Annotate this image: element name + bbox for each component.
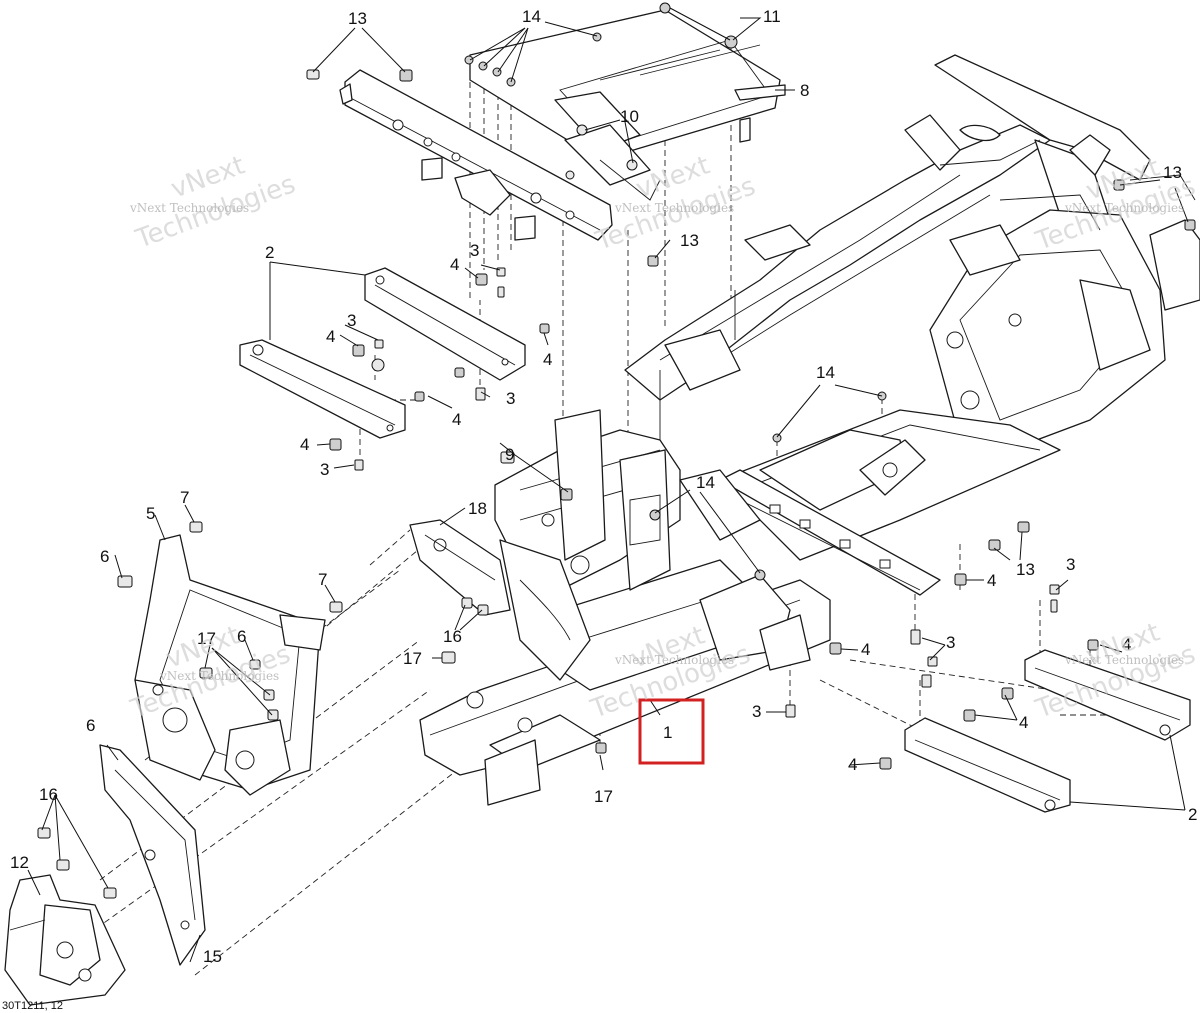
callout-4-c[interactable]: 4 <box>543 350 552 369</box>
callout-13-right[interactable]: 13 <box>1016 560 1035 579</box>
callout-17-c[interactable]: 17 <box>594 787 613 806</box>
callout-13-top-left[interactable]: 13 <box>348 9 367 28</box>
svg-text:vNext Technologies: vNext Technologies <box>614 653 734 667</box>
callout-16-b[interactable]: 16 <box>39 785 58 804</box>
callout-10[interactable]: 10 <box>620 107 639 126</box>
callout-4-d[interactable]: 4 <box>452 410 461 429</box>
highlight-box <box>638 698 705 765</box>
lower-left-plate <box>99 744 206 966</box>
callout-4-f[interactable]: 4 <box>987 571 996 590</box>
callout-3-b[interactable]: 3 <box>347 311 356 330</box>
callout-labels: 13 14 11 8 10 13 13 2 3 4 3 4 4 3 4 4 3 … <box>10 7 1197 966</box>
callout-8[interactable]: 8 <box>800 81 809 100</box>
fasteners <box>37 2 1196 899</box>
callout-12[interactable]: 12 <box>10 853 29 872</box>
callout-3-a[interactable]: 3 <box>470 241 479 260</box>
callout-4-a[interactable]: 4 <box>450 255 459 274</box>
svg-text:vNext Technologies: vNext Technologies <box>1064 653 1184 667</box>
callout-14-center[interactable]: 14 <box>696 473 715 492</box>
callout-6-b[interactable]: 6 <box>237 627 246 646</box>
callout-3-g[interactable]: 3 <box>752 702 761 721</box>
callout-13-mid[interactable]: 13 <box>680 231 699 250</box>
side-rail-right-upper <box>1024 649 1191 741</box>
svg-text:vNext Technologies: vNext Technologies <box>129 201 249 215</box>
callout-3-c[interactable]: 3 <box>506 389 515 408</box>
tow-hook-bracket <box>4 874 126 1006</box>
callout-7-b[interactable]: 7 <box>318 570 327 589</box>
callout-6-a[interactable]: 6 <box>100 547 109 566</box>
callout-13-top-right[interactable]: 13 <box>1163 163 1182 182</box>
svg-text:vNext Technologies: vNext Technologies <box>614 201 734 215</box>
skid-bracket <box>409 519 511 616</box>
callout-16-a[interactable]: 16 <box>443 627 462 646</box>
callout-4-h[interactable]: 4 <box>1122 635 1131 654</box>
callout-3-d[interactable]: 3 <box>320 460 329 479</box>
callout-6-c[interactable]: 6 <box>86 716 95 735</box>
callout-4-b[interactable]: 4 <box>326 327 335 346</box>
side-rail-right-lower <box>904 717 1071 813</box>
main-frame <box>419 54 1200 806</box>
callout-9[interactable]: 9 <box>505 445 514 464</box>
left-bracket-assembly <box>134 534 326 796</box>
callout-18[interactable]: 18 <box>468 499 487 518</box>
callout-5[interactable]: 5 <box>146 504 155 523</box>
callout-14-right[interactable]: 14 <box>816 363 835 382</box>
top-crossmember-assembly <box>339 9 786 241</box>
svg-text:vNext Technologies: vNext Technologies <box>159 669 279 683</box>
leader-lines <box>27 7 1189 963</box>
callout-15[interactable]: 15 <box>203 947 222 966</box>
callout-4-i[interactable]: 4 <box>1019 713 1028 732</box>
callout-7-a[interactable]: 7 <box>180 488 189 507</box>
side-rail-left-upper <box>364 267 526 381</box>
callout-17-a[interactable]: 17 <box>197 629 216 648</box>
document-reference: 30T1211, 12 <box>2 1000 63 1012</box>
callout-1[interactable]: 1 <box>663 723 672 742</box>
callout-2-left[interactable]: 2 <box>265 243 274 262</box>
svg-text:vNext Technologies: vNext Technologies <box>1064 201 1184 215</box>
callout-14-top[interactable]: 14 <box>522 7 541 26</box>
callout-2-right[interactable]: 2 <box>1188 805 1197 824</box>
callout-4-g[interactable]: 4 <box>861 640 870 659</box>
callout-17-b[interactable]: 17 <box>403 649 422 668</box>
callout-4-e[interactable]: 4 <box>300 435 309 454</box>
side-rail-left-lower <box>239 339 406 439</box>
callout-11[interactable]: 11 <box>763 7 781 26</box>
callout-4-j[interactable]: 4 <box>848 755 857 774</box>
callout-3-f[interactable]: 3 <box>946 633 955 652</box>
callout-3-e[interactable]: 3 <box>1066 555 1075 574</box>
